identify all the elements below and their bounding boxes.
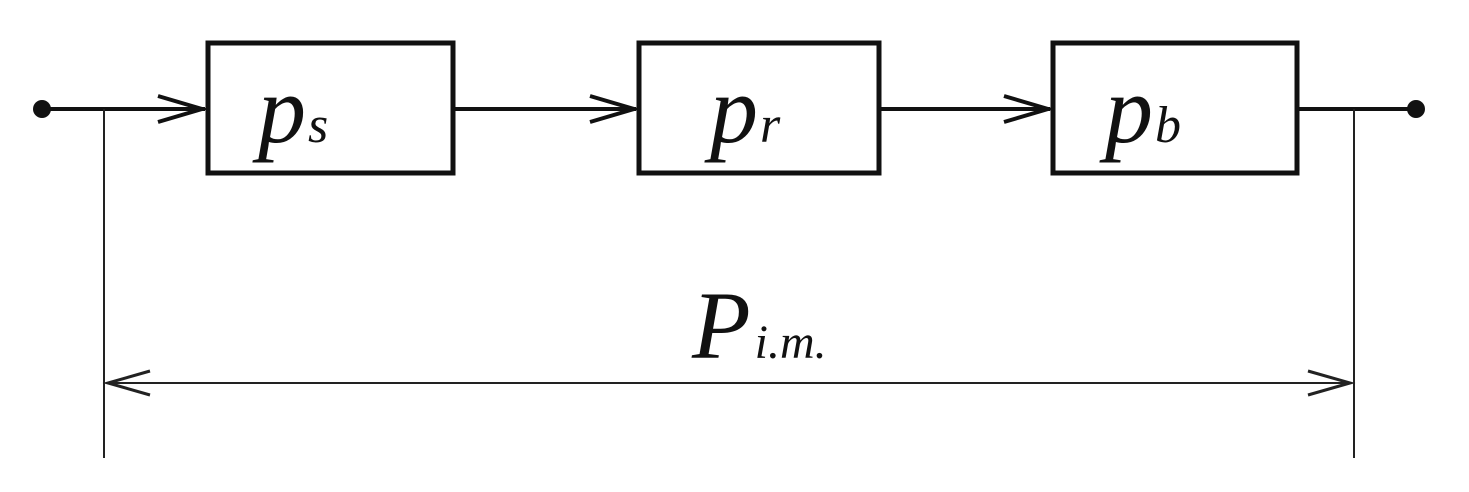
block-s: ps <box>205 40 456 176</box>
block-b-box <box>1050 40 1300 176</box>
block-s-subscript: s <box>308 97 328 154</box>
dimension-label: Pi.m. <box>691 272 827 379</box>
block-b: pb <box>1050 40 1300 176</box>
dimension-subscript: i.m. <box>755 316 827 369</box>
block-r-label: pr <box>704 56 781 163</box>
block-r-subscript: r <box>760 97 781 154</box>
block-r-box <box>636 40 882 176</box>
block-b-main-symbol: p <box>1099 56 1153 163</box>
input-arrowhead <box>157 94 210 124</box>
block-r: pr <box>636 40 882 176</box>
block-b-label: pb <box>1099 56 1181 163</box>
wire-r-to-b-arrowhead <box>1003 94 1056 124</box>
dimension-main-symbol: P <box>691 272 751 379</box>
block-s-box <box>205 40 456 176</box>
dimension-left-arrowhead <box>102 369 151 397</box>
block-b-subscript: b <box>1155 97 1181 154</box>
dimension-right-arrowhead <box>1307 369 1356 397</box>
wire-s-to-r-arrowhead <box>589 94 642 124</box>
block-r-main-symbol: p <box>704 56 758 163</box>
block-s-main-symbol: p <box>252 56 306 163</box>
output-terminal <box>1407 100 1425 118</box>
block-s-label: ps <box>252 56 328 163</box>
